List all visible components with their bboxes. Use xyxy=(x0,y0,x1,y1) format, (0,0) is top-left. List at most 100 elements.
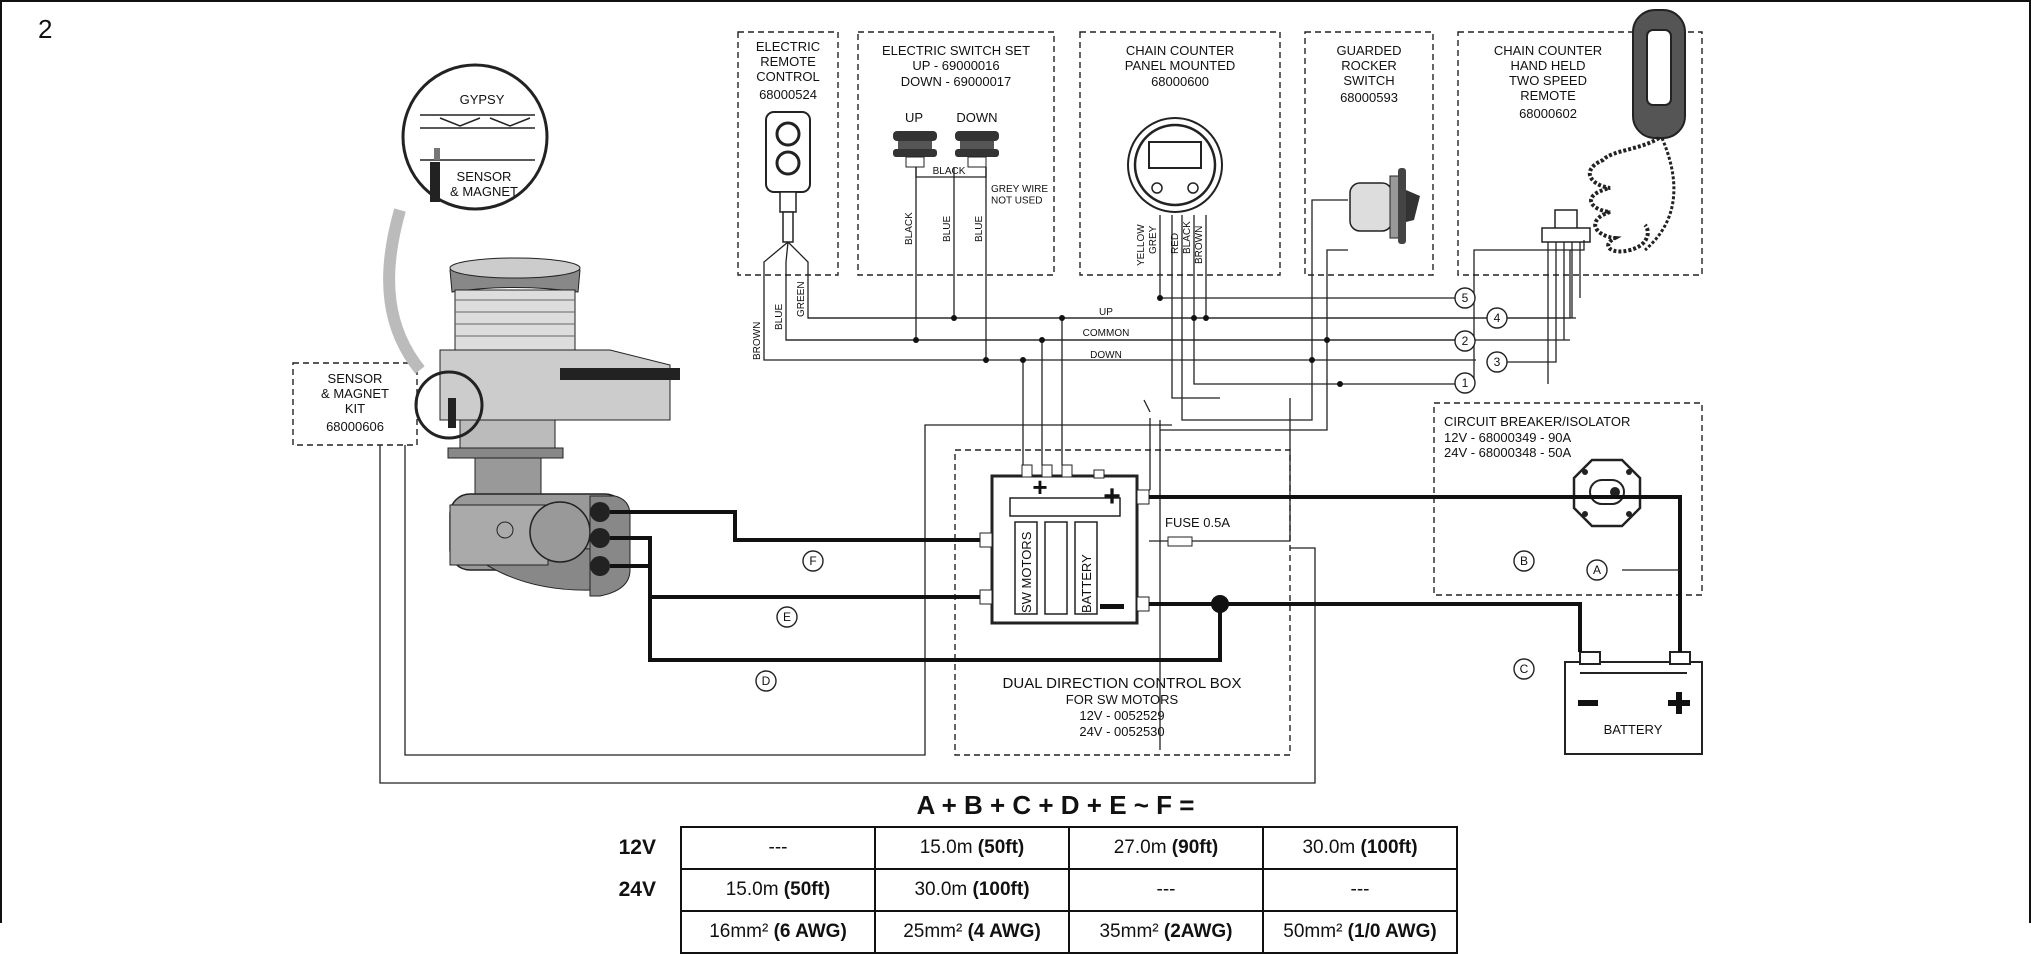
circle-label-4 xyxy=(1486,307,1508,329)
electric-remote-box xyxy=(737,31,839,276)
rocker-switch-part: 68000593 xyxy=(1340,90,1398,105)
switch-set-down-part: DOWN - 69000017 xyxy=(901,74,1012,89)
circle-label-text-c: C xyxy=(1520,662,1529,676)
table-row: 12V ---15.0m (50ft)27.0m (90ft)30.0m (100… xyxy=(560,826,1458,870)
figure-number: 2 xyxy=(38,14,53,44)
circle-label-b xyxy=(1513,550,1535,572)
row-voltage-label: 12V xyxy=(618,836,656,859)
svg-text:+: + xyxy=(1103,480,1121,513)
circle-label-3 xyxy=(1486,351,1508,373)
circle-label-f xyxy=(802,550,824,572)
sensor-magnet-label: SENSOR& MAGNET xyxy=(450,169,518,199)
down-switch-label: DOWN xyxy=(956,110,997,125)
gypsy-label: GYPSY xyxy=(460,92,505,107)
circle-label-2 xyxy=(1454,330,1476,352)
gypsy-detail-icon xyxy=(383,63,549,374)
circle-label-text-e: E xyxy=(783,610,791,624)
control-box-motors-label: SW MOTORS xyxy=(1019,531,1034,613)
battery-icon xyxy=(1564,651,1703,755)
chain-counter-gauge-icon xyxy=(1127,117,1223,213)
circle-label-text-4: 4 xyxy=(1494,311,1501,325)
windlass-icon xyxy=(414,257,680,597)
cc-wire-grey: GREY xyxy=(1148,225,1159,254)
circle-label-a xyxy=(1586,559,1608,581)
table-cell: --- xyxy=(1068,868,1264,912)
circle-label-d xyxy=(755,670,777,692)
table-cell: --- xyxy=(680,826,876,870)
chain-counter-panel-box xyxy=(1079,31,1281,276)
power-wiring xyxy=(610,495,1682,662)
switch-set-up-part: UP - 69000016 xyxy=(912,58,999,73)
electric-remote-part: 68000524 xyxy=(759,87,817,102)
battery-label: BATTERY xyxy=(1604,722,1663,737)
up-switch-icon xyxy=(893,131,937,168)
circle-label-text-1: 1 xyxy=(1462,376,1469,390)
circle-label-5 xyxy=(1454,287,1476,309)
switch-black-label: BLACK xyxy=(933,166,966,177)
control-box-icon: + + xyxy=(979,464,1150,625)
wire-blue-label: BLUE xyxy=(774,304,785,330)
switch-set-title: ELECTRIC SWITCH SET xyxy=(882,43,1030,58)
svg-text:+: + xyxy=(1032,472,1047,502)
circle-label-text-d: D xyxy=(762,674,771,688)
switch-wire-blue-2: BLUE xyxy=(974,216,985,242)
breaker-24v: 24V - 68000348 - 50A xyxy=(1444,445,1572,460)
control-wiring xyxy=(379,167,1585,784)
circle-label-text-b: B xyxy=(1520,554,1528,568)
circuit-breaker-icon xyxy=(1572,458,1642,528)
table-cell: 30.0m (100ft) xyxy=(1262,826,1458,870)
circle-label-text-f: F xyxy=(809,554,816,568)
table-cell: 15.0m (50ft) xyxy=(874,826,1070,870)
table-cell: 25mm² (4 AWG) xyxy=(874,910,1070,954)
control-box-battery-label: BATTERY xyxy=(1079,554,1094,613)
table-cell: 15.0m (50ft) xyxy=(680,868,876,912)
row-voltage-label: 24V xyxy=(618,878,656,901)
chain-counter-panel-part: 68000600 xyxy=(1151,74,1209,89)
rocker-switch-icon xyxy=(1349,168,1420,244)
sensor-kit-part: 68000606 xyxy=(326,419,384,434)
diagram-frame xyxy=(0,0,2031,923)
circle-label-text-a: A xyxy=(1593,563,1601,577)
handheld-remote-icon xyxy=(1541,9,1686,254)
bus-down-label: DOWN xyxy=(1090,350,1122,361)
circle-label-c xyxy=(1513,658,1535,680)
row-voltage-label xyxy=(560,911,681,953)
electric-remote-icon xyxy=(765,111,811,243)
control-box-sub: FOR SW MOTORS xyxy=(1066,692,1179,707)
cable-formula: A + B + C + D + E ~ F = xyxy=(916,790,1195,820)
circle-label-text-3: 3 xyxy=(1494,355,1501,369)
bus-common-label: COMMON xyxy=(1083,328,1130,339)
rocker-switch-box xyxy=(1304,31,1434,276)
fuse-icon xyxy=(1167,536,1193,547)
chain-counter-remote-part: 68000602 xyxy=(1519,106,1577,121)
breaker-12v: 12V - 68000349 - 90A xyxy=(1444,430,1572,445)
table-cell: 35mm² (2AWG) xyxy=(1068,910,1264,954)
cable-size-table: 12V---15.0m (50ft)27.0m (90ft)30.0m (100… xyxy=(560,826,1458,954)
wire-green-label: GREEN xyxy=(796,281,807,317)
up-switch-label: UP xyxy=(905,110,923,125)
bus-up-label: UP xyxy=(1099,307,1113,318)
table-row: 16mm² (6 AWG)25mm² (4 AWG)35mm² (2AWG)50… xyxy=(560,910,1458,954)
table-cell: 16mm² (6 AWG) xyxy=(680,910,876,954)
breaker-title: CIRCUIT BREAKER/ISOLATOR xyxy=(1444,414,1630,429)
table-cell: --- xyxy=(1262,868,1458,912)
circle-label-1 xyxy=(1454,372,1476,394)
control-box-12v: 12V - 0052529 xyxy=(1079,708,1164,723)
table-cell: 27.0m (90ft) xyxy=(1068,826,1264,870)
down-switch-icon xyxy=(955,131,999,168)
control-box-title: DUAL DIRECTION CONTROL BOX xyxy=(1003,675,1242,692)
wire-brown-label: BROWN xyxy=(752,322,763,360)
cc-wire-red: RED xyxy=(1170,233,1181,254)
table-cell: 30.0m (100ft) xyxy=(874,868,1070,912)
table-cell: 50mm² (1/0 AWG) xyxy=(1262,910,1458,954)
cc-wire-black: BLACK xyxy=(1182,221,1193,254)
circle-label-e xyxy=(776,606,798,628)
